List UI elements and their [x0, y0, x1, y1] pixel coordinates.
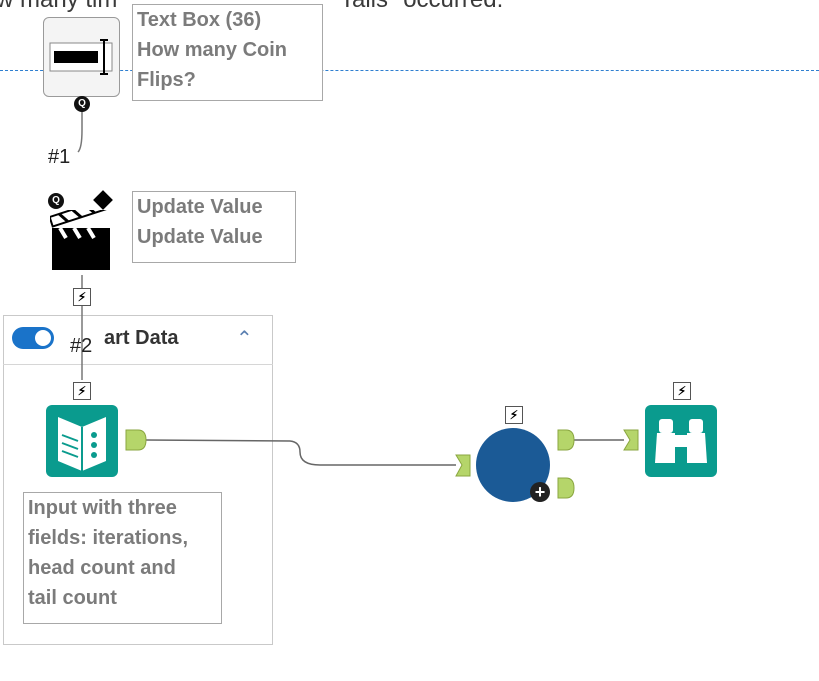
tool-container-header[interactable]: [3, 315, 273, 365]
annotation-input-description: Input with three fields: iterations, hea…: [23, 492, 222, 624]
chevron-up-icon[interactable]: ⌃: [236, 328, 253, 350]
connection-label-2: #2: [70, 335, 93, 357]
lightning-bolt-icon[interactable]: ⚡︎: [673, 382, 691, 400]
action-tool[interactable]: [50, 210, 112, 272]
container-title: art Data: [104, 327, 179, 349]
annotation-line: Input with three: [28, 497, 177, 519]
annotation-line: fields: iterations,: [28, 527, 189, 549]
annotation-line: Update Value: [137, 226, 263, 248]
annotation-line: Update Value: [137, 196, 263, 218]
annotation-line: Text Box (36): [137, 9, 262, 31]
annotation-line: How many Coin: [137, 39, 288, 61]
book-input-icon: [58, 417, 106, 471]
lightning-bolt-icon[interactable]: ⚡︎: [73, 288, 91, 306]
connection-label-1: #1: [48, 146, 71, 168]
q-anchor-icon[interactable]: Q: [48, 193, 64, 209]
annotation-text-box: Text Box (36) How many Coin Flips?: [132, 4, 323, 101]
annotation-update-value: Update Value Update Value: [132, 191, 296, 263]
dashed-divider: [0, 70, 819, 71]
plus-icon[interactable]: +: [530, 482, 550, 502]
annotation-line: head count and: [28, 557, 176, 579]
browse-tool[interactable]: [645, 405, 717, 477]
text-box-tool-icon: [49, 39, 113, 75]
container-toggle[interactable]: [12, 327, 54, 349]
lightning-bolt-icon[interactable]: ⚡︎: [505, 406, 523, 424]
annotation-line: Flips?: [137, 69, 196, 91]
clapperboard-icon: [50, 210, 110, 270]
annotation-line: tail count: [28, 587, 117, 609]
canvas-top-text-right: Tails" occurred.: [340, 0, 503, 14]
text-box-tool[interactable]: [43, 17, 120, 97]
lightning-bolt-icon[interactable]: ⚡︎: [73, 382, 91, 400]
q-anchor-icon[interactable]: Q: [74, 96, 90, 112]
binoculars-icon: [655, 419, 707, 463]
input-tool[interactable]: [46, 405, 118, 477]
toggle-knob: [35, 330, 51, 346]
canvas-top-text-left: w many tim: [0, 0, 117, 14]
